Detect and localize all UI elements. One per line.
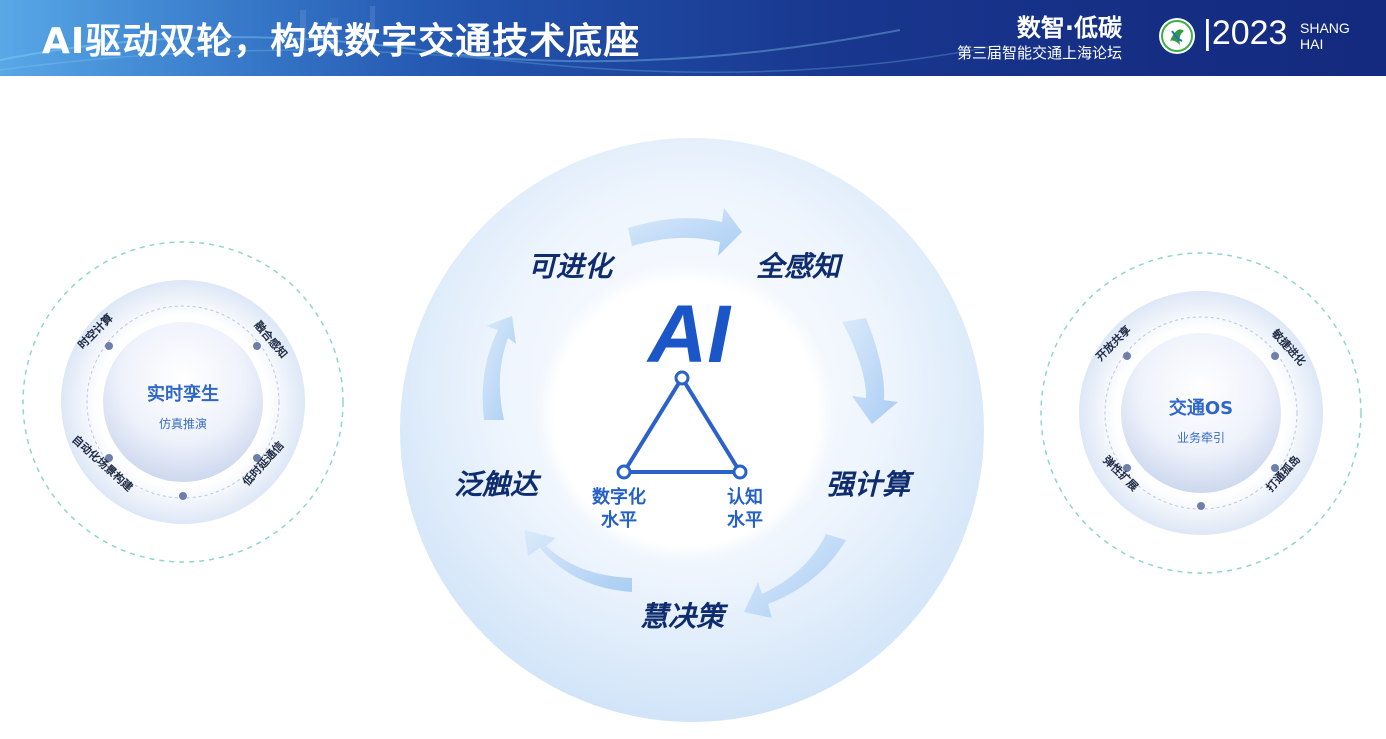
right-dot	[1123, 464, 1131, 472]
forum-logo-icon	[1159, 18, 1195, 54]
arrow-right	[842, 318, 898, 424]
left-dot	[253, 454, 261, 462]
header-decoration	[0, 0, 1386, 76]
left-disc-subtitle: 仿真推演	[159, 416, 207, 431]
left-dot	[105, 342, 113, 350]
triangle-outline	[622, 376, 742, 474]
triangle-node-left	[616, 464, 632, 480]
label-perception: 全感知	[756, 250, 844, 283]
right-disc-subtitle: 业务牵引	[1177, 430, 1225, 445]
label-compute: 强计算	[826, 468, 915, 501]
label-evolvable: 可进化	[528, 250, 616, 283]
right-core	[1121, 333, 1281, 493]
left-core	[103, 322, 263, 482]
right-disc-title: 交通OS	[1169, 397, 1233, 419]
triangle-left-label-2: 水平	[601, 509, 637, 531]
city-line-2: HAI	[1300, 36, 1324, 52]
city-line-1: SHANG	[1300, 20, 1350, 36]
label-decision: 慧决策	[640, 600, 729, 633]
arrow-left	[482, 316, 516, 420]
left-dot	[105, 454, 113, 462]
page-title: AI驱动双轮，构筑数字交通技术底座	[42, 21, 641, 62]
ai-label: AI	[646, 289, 732, 380]
capability-triangle	[616, 370, 748, 480]
cycle-arrows	[482, 208, 898, 618]
triangle-right-label-2: 水平	[727, 509, 763, 531]
triangle-node-right	[732, 464, 748, 480]
triangle-node-top	[674, 370, 690, 386]
right-dashed-ring	[1040, 252, 1362, 574]
left-dashed-ring	[22, 241, 344, 563]
left-dot	[179, 492, 187, 500]
right-dot	[1271, 464, 1279, 472]
forum-name: 第三届智能交通上海论坛	[956, 44, 1122, 62]
right-dot	[1271, 352, 1279, 360]
right-dot	[1123, 352, 1131, 360]
header-banner: AI驱动双轮，构筑数字交通技术底座 数智·低碳 第三届智能交通上海论坛 |202…	[0, 0, 1386, 76]
central-core-inner	[554, 282, 818, 546]
forum-slogan: 数智·低碳	[1016, 14, 1122, 42]
triangle-left-label-1: 数字化	[592, 486, 646, 508]
left-disc-title: 实时孪生	[147, 383, 219, 405]
left-disc	[22, 241, 344, 563]
arrow-top	[628, 208, 742, 256]
left-dot	[253, 342, 261, 350]
triangle-right-label-1: 认知	[727, 486, 763, 508]
arrow-bottom-right	[744, 534, 846, 618]
label-reach: 泛触达	[454, 468, 542, 501]
right-disc	[1040, 252, 1362, 574]
arrow-bottom-left	[524, 530, 632, 592]
forum-year: |2023	[1203, 14, 1288, 52]
right-dot	[1197, 502, 1205, 510]
